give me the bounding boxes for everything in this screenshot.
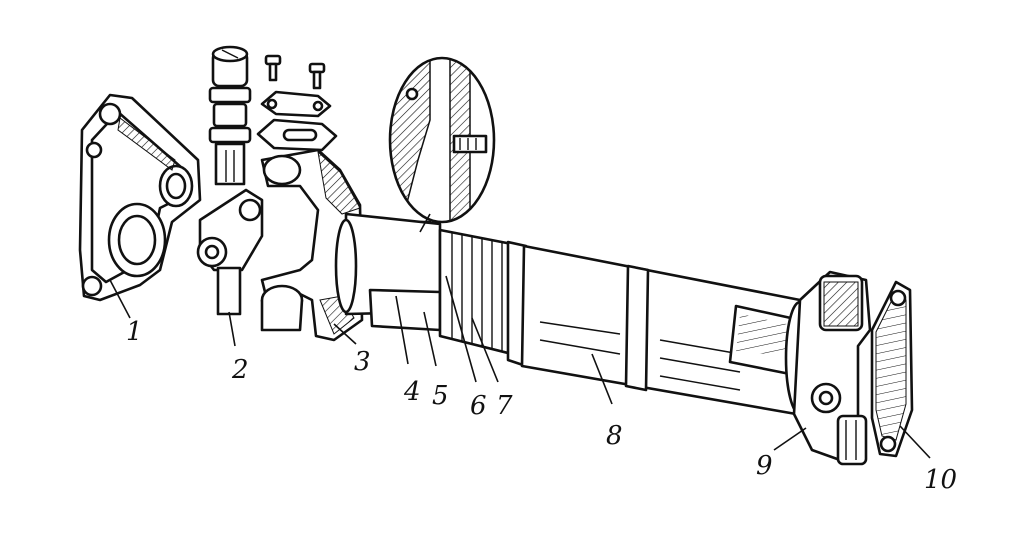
callout-10: 10 [924,465,957,495]
bolt-right [308,62,326,90]
leader-5 [423,311,437,367]
leader-8 [591,353,613,405]
callout-8: 8 [606,421,623,451]
rear-universal-joint [792,270,872,466]
drive-shaft-body [334,212,816,416]
callout-7: 7 [496,391,513,421]
leader-9 [773,427,807,451]
callout-5: 5 [432,381,449,411]
leader-7 [471,317,499,383]
callout-1: 1 [126,317,143,347]
leader-1 [109,279,131,319]
gasket-lower [256,118,338,152]
leader-4 [395,295,409,365]
bolts-and-gaskets [256,54,338,152]
callout-3: 3 [354,347,371,377]
inset-detail-view [388,56,496,233]
mounting-flange-plate [78,93,202,302]
steering-shaft-assembly [196,45,264,316]
gasket-upper [260,90,332,118]
bolt-left [264,54,282,82]
leader-lines [109,275,931,459]
callout-2: 2 [231,355,249,385]
callout-4: 4 [403,377,421,407]
rear-flange [870,280,914,458]
leader-6 [445,275,477,383]
callout-6: 6 [470,391,487,421]
callout-9: 9 [756,451,773,481]
leader-3 [333,323,357,345]
leader-10 [899,425,931,459]
leader-2 [228,311,236,347]
callout-labels: 1 2 3 4 5 6 7 8 9 10 [126,317,957,495]
